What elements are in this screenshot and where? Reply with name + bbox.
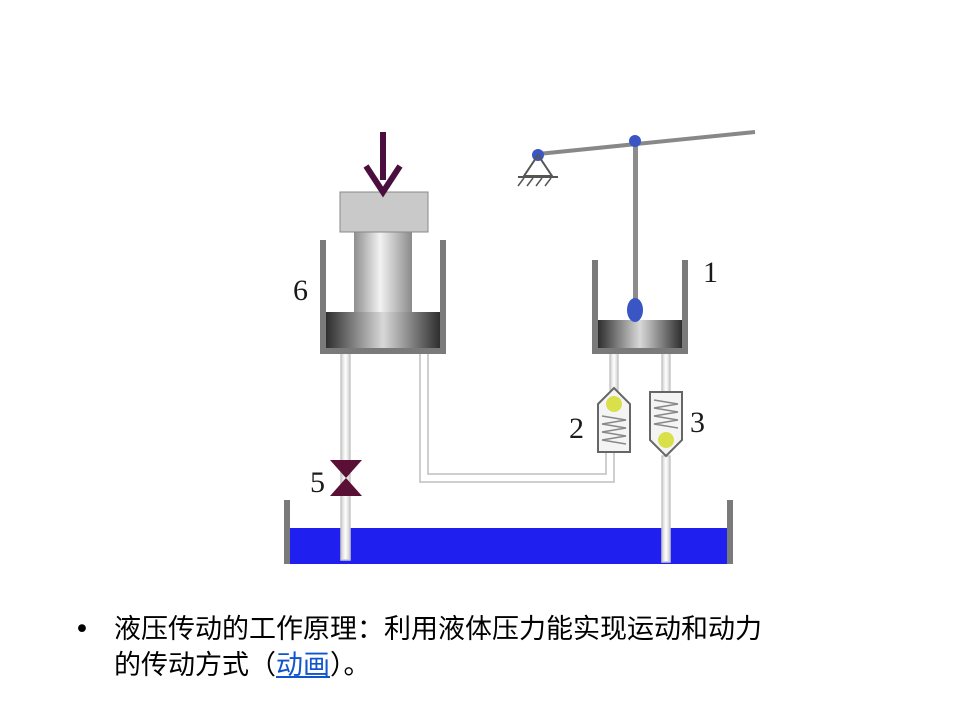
small-piston [598, 320, 682, 348]
label-1: 1 [703, 256, 718, 289]
label-2: 2 [569, 412, 584, 445]
small-cylinder [592, 144, 688, 354]
force-arrow [363, 132, 403, 198]
plunger-pin [627, 298, 643, 322]
load-block [339, 191, 429, 233]
animation-link[interactable]: 动画 [276, 650, 330, 681]
stop-valve-5 [330, 460, 362, 496]
large-cylinder [320, 191, 446, 354]
hydraulic-transmission-diagram: 1 2 3 5 6 [284, 130, 756, 564]
check-valve-2 [597, 386, 631, 453]
oil [288, 528, 728, 564]
lever [517, 130, 756, 187]
plunger-rod [633, 144, 638, 314]
label-5: 5 [310, 466, 325, 499]
caption-line-1: 液压传动的工作原理：利用液体压力能实现运动和动力 [114, 614, 762, 645]
check-valve-3 [649, 391, 683, 458]
label-6: 6 [293, 274, 308, 307]
caption-text: 液压传动的工作原理：利用液体压力能实现运动和动力 的传动方式（动画）。 [114, 612, 914, 684]
caption-line-2-start: 的传动方式（ [114, 650, 276, 681]
label-3: 3 [690, 406, 705, 439]
caption-line-2-end: ）。 [330, 650, 371, 681]
large-piston [326, 312, 440, 348]
large-piston-rod [354, 232, 412, 314]
oil-tank [284, 500, 733, 564]
caption-line-2: 的传动方式（动画）。 [114, 648, 914, 684]
bullet: • [74, 614, 90, 645]
